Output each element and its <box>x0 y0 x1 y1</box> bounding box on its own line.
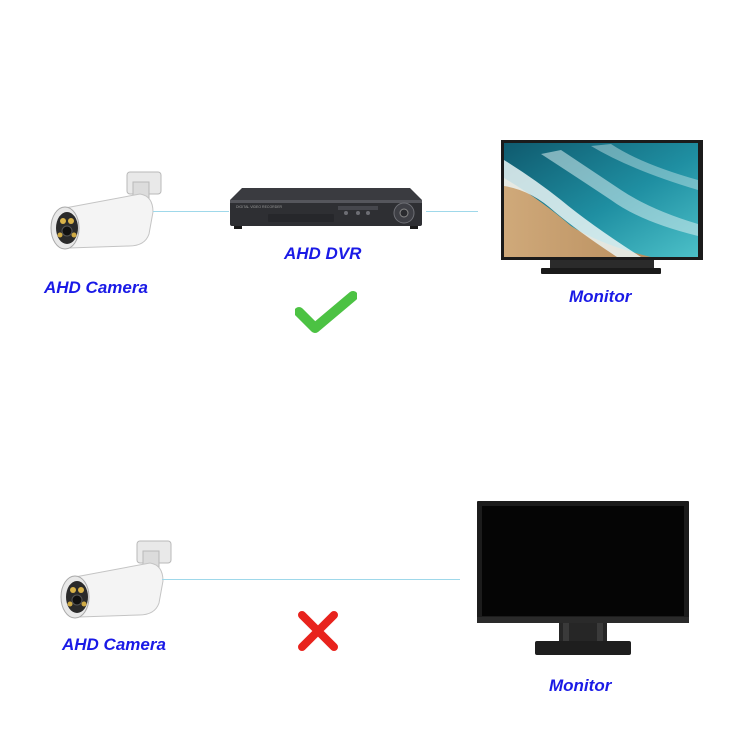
ahd-camera-top-image <box>45 168 170 258</box>
dvr-to-monitor-connector <box>426 211 478 212</box>
monitor-top-image <box>501 140 703 276</box>
ahd-camera-bottom-image <box>55 537 180 627</box>
camera-to-monitor-connector <box>162 579 460 580</box>
camera-to-dvr-connector <box>153 211 229 212</box>
top-monitor-label: Monitor <box>569 288 631 305</box>
bottom-monitor-label: Monitor <box>549 677 611 694</box>
check-icon <box>295 290 357 334</box>
cross-icon <box>296 609 340 653</box>
dvr-label: AHD DVR <box>284 245 361 262</box>
top-camera-label: AHD Camera <box>44 279 148 296</box>
ahd-dvr-image: DIGITAL VIDEO RECORDER <box>228 186 424 232</box>
svg-text:DIGITAL VIDEO RECORDER: DIGITAL VIDEO RECORDER <box>236 205 283 209</box>
bottom-camera-label: AHD Camera <box>62 636 166 653</box>
monitor-bottom-image <box>477 501 689 659</box>
